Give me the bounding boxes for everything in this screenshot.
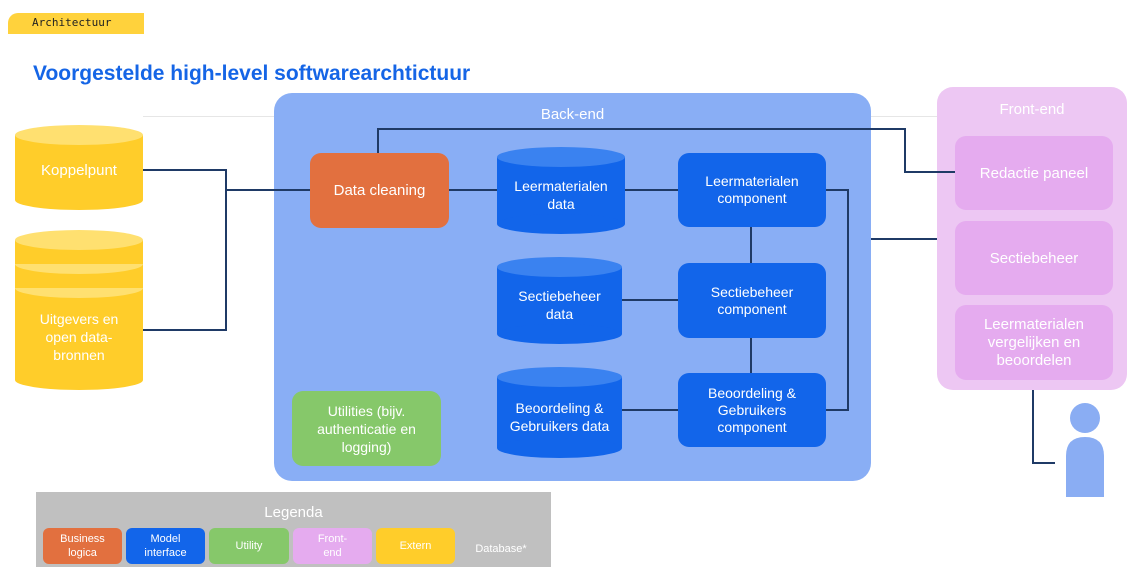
redactie-paneel-box: Redactie paneel — [955, 136, 1113, 210]
uitgevers-label: Uitgevers en open data- bronnen — [39, 311, 119, 363]
legend-model-interface: Model interface — [126, 528, 205, 564]
backend-title: Back-end — [540, 106, 605, 123]
utilities-box: Utilities (bijv. authenticatie en loggin… — [292, 391, 441, 466]
legend-database-label: Database* — [475, 543, 527, 555]
frontend-title: Front-end — [999, 101, 1065, 118]
koppelpunt-database-icon — [15, 125, 143, 210]
leermaterialen-data-label: Leermaterialen data — [514, 178, 608, 212]
sectiebeheer-database-icon — [497, 257, 622, 344]
legend-extern: Extern — [376, 528, 455, 564]
legend-frontend: Front- end — [293, 528, 372, 564]
connector-cleaning-to-redactie — [377, 128, 957, 173]
connector-user — [1032, 390, 1055, 464]
koppelpunt-label: Koppelpunt — [41, 162, 117, 179]
uitgevers-database-icon — [15, 230, 143, 390]
user-icon — [1066, 403, 1104, 497]
connector-extern — [143, 169, 227, 331]
sectiebeheer-component: Sectiebeheer component — [678, 263, 826, 338]
vergelijken-box: Leermaterialen vergelijken en beoordelen — [955, 305, 1113, 380]
legend-title: Legenda — [264, 504, 323, 521]
sectiebeheer-frontend-box: Sectiebeheer — [955, 221, 1113, 295]
legend-business-logic: Business logica — [43, 528, 122, 564]
data-cleaning-box: Data cleaning — [310, 153, 449, 228]
connector-lines — [143, 128, 1055, 464]
page-title: Voorgestelde high-level softwarearchtict… — [33, 62, 471, 85]
leermaterialen-database-icon — [497, 147, 625, 234]
legend-utility: Utility — [209, 528, 289, 564]
beoordeling-data-label: Beoordeling & Gebruikers data — [509, 400, 610, 434]
beoordeling-database-icon — [497, 367, 622, 458]
connector-comp-bracket — [826, 189, 849, 411]
leermaterialen-component: Leermaterialen component — [678, 153, 826, 227]
section-tag: Architectuur — [8, 13, 144, 34]
beoordeling-component: Beoordeling & Gebruikers component — [678, 373, 826, 447]
sectiebeheer-data-label: Sectiebeheer data — [518, 288, 601, 322]
